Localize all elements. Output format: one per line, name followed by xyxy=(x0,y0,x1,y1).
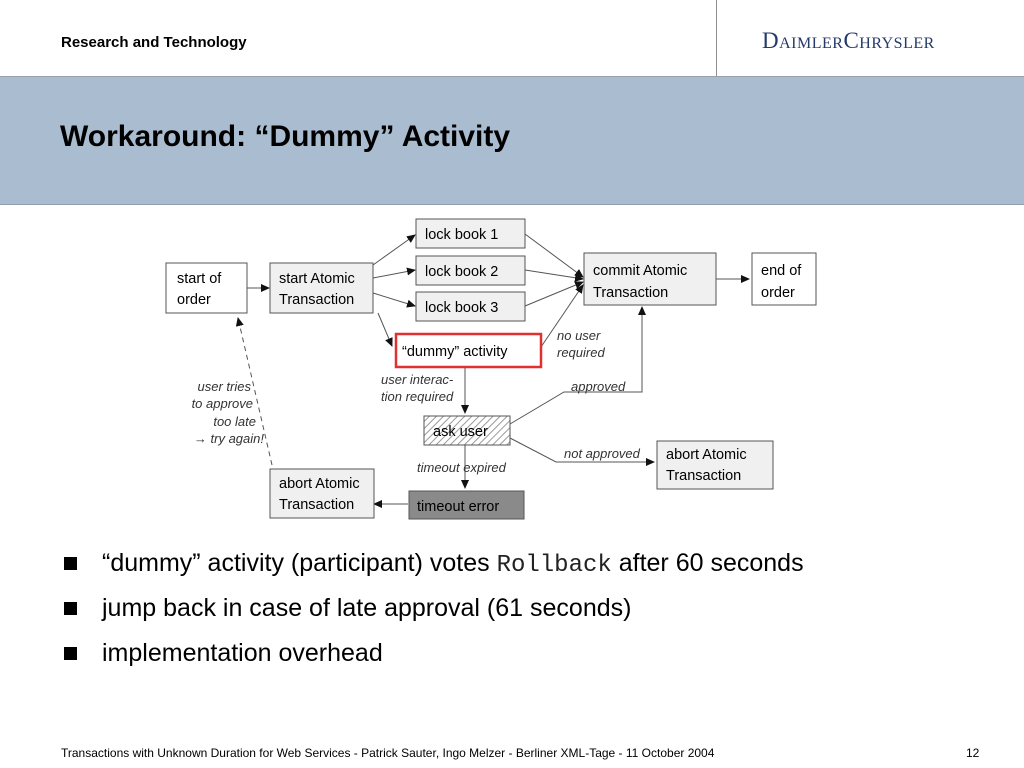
bullet-item: implementation overhead xyxy=(62,636,804,681)
page-number: 12 xyxy=(966,746,980,760)
footer-text: Transactions with Unknown Duration for W… xyxy=(61,746,715,760)
node-ask-user: ask user xyxy=(423,415,511,446)
svg-text:user interac-: user interac- xyxy=(381,372,454,387)
node-lock-book-3: lock book 3 xyxy=(415,291,526,322)
node-end-of-order: end of order xyxy=(751,252,817,306)
edge-ask-user-to-abort-right xyxy=(509,437,655,466)
company-logo: DaimlerChrysler xyxy=(762,28,935,53)
svg-text:Transaction: Transaction xyxy=(279,292,354,308)
edge-lock2-to-commit xyxy=(524,269,584,282)
edge-dummy-to-commit xyxy=(540,284,584,348)
node-lock-book-1: lock book 1 xyxy=(415,218,526,249)
svg-text:timeout error: timeout error xyxy=(417,499,499,515)
svg-text:tion required: tion required xyxy=(381,389,454,404)
svg-text:Transaction: Transaction xyxy=(666,468,741,484)
svg-text:start Atomic: start Atomic xyxy=(279,271,355,287)
svg-text:abort Atomic: abort Atomic xyxy=(666,447,747,463)
node-dummy-activity: “dummy” activity xyxy=(394,332,543,369)
edge-retry-dashed xyxy=(235,317,273,466)
bullet-item: jump back in case of late approval (61 s… xyxy=(62,591,804,636)
node-abort-atomic-transaction-left: abort Atomic Transaction xyxy=(269,468,375,519)
edge-start-atomic-to-dummy xyxy=(377,312,393,347)
svg-text:commit Atomic: commit Atomic xyxy=(593,263,687,279)
svg-text:Transaction: Transaction xyxy=(593,285,668,301)
svg-text:to approve: to approve xyxy=(192,396,253,411)
label-user-interaction-required: user interac- tion required xyxy=(381,372,454,404)
svg-text:end of: end of xyxy=(761,263,802,279)
bullet-text: jump back in case of late approval (61 s… xyxy=(102,594,632,622)
svg-text:lock book 2: lock book 2 xyxy=(425,264,498,280)
label-not-approved: not approved xyxy=(564,446,641,461)
title-band xyxy=(0,77,1024,205)
bullet-square-icon xyxy=(64,602,77,615)
node-start-order: start of order xyxy=(165,262,248,314)
label-timeout-expired: timeout expired xyxy=(417,460,507,475)
svg-text:start of: start of xyxy=(177,271,222,287)
bullet-text: implementation overhead xyxy=(102,639,383,667)
bullet-square-icon xyxy=(64,647,77,660)
svg-text:required: required xyxy=(557,345,605,360)
svg-text:lock book 1: lock book 1 xyxy=(425,227,498,243)
svg-text:user tries: user tries xyxy=(198,379,252,394)
svg-text:too late: too late xyxy=(213,414,256,429)
svg-text:timeout expired: timeout expired xyxy=(417,460,507,475)
bullet-text: after 60 seconds xyxy=(618,549,804,577)
svg-text:order: order xyxy=(177,292,211,308)
svg-text:order: order xyxy=(761,285,795,301)
edge-ask-user-to-commit xyxy=(509,306,646,425)
label-user-tries-again: user tries to approve too late → try aga… xyxy=(192,379,265,446)
bullet-item: “dummy” activity (participant) votes Rol… xyxy=(62,546,804,591)
bullet-list: “dummy” activity (participant) votes Rol… xyxy=(62,546,804,681)
svg-text:→ try again!: → try again! xyxy=(194,431,264,446)
workflow-diagram: start of order start Atomic Transaction … xyxy=(152,205,830,527)
bullet-square-icon xyxy=(64,557,77,570)
department-label: Research and Technology xyxy=(61,34,247,51)
header-bar xyxy=(0,0,1024,77)
svg-text:Transaction: Transaction xyxy=(279,497,354,513)
node-abort-atomic-transaction-right: abort Atomic Transaction xyxy=(656,440,774,490)
svg-text:lock book 3: lock book 3 xyxy=(425,300,498,316)
edge-start-atomic-to-lock1 xyxy=(372,234,416,266)
edge-lock1-to-commit xyxy=(524,233,584,278)
svg-text:ask user: ask user xyxy=(433,424,488,440)
node-commit-atomic-transaction: commit Atomic Transaction xyxy=(583,252,717,306)
svg-text:no user: no user xyxy=(557,328,601,343)
node-start-atomic-transaction: start Atomic Transaction xyxy=(269,262,374,314)
svg-text:not approved: not approved xyxy=(564,446,641,461)
svg-text:“dummy” activity: “dummy” activity xyxy=(402,344,508,360)
svg-text:approved: approved xyxy=(571,379,626,394)
edge-start-atomic-to-lock3 xyxy=(372,292,416,308)
edge-lock3-to-commit xyxy=(524,281,584,307)
node-lock-book-2: lock book 2 xyxy=(415,255,526,286)
slide-title: Workaround: “Dummy” Activity xyxy=(60,120,511,153)
label-no-user-required: no user required xyxy=(557,328,605,360)
edge-start-atomic-to-lock2 xyxy=(372,267,416,279)
workflow-diagram-svg: start of order start Atomic Transaction … xyxy=(165,218,817,520)
label-approved: approved xyxy=(571,379,626,394)
node-timeout-error: timeout error xyxy=(408,490,525,520)
bullet-text: “dummy” activity (participant) votes xyxy=(102,549,490,577)
header-divider xyxy=(716,0,717,76)
bullet-code: Rollback xyxy=(496,552,612,579)
svg-text:abort Atomic: abort Atomic xyxy=(279,476,360,492)
